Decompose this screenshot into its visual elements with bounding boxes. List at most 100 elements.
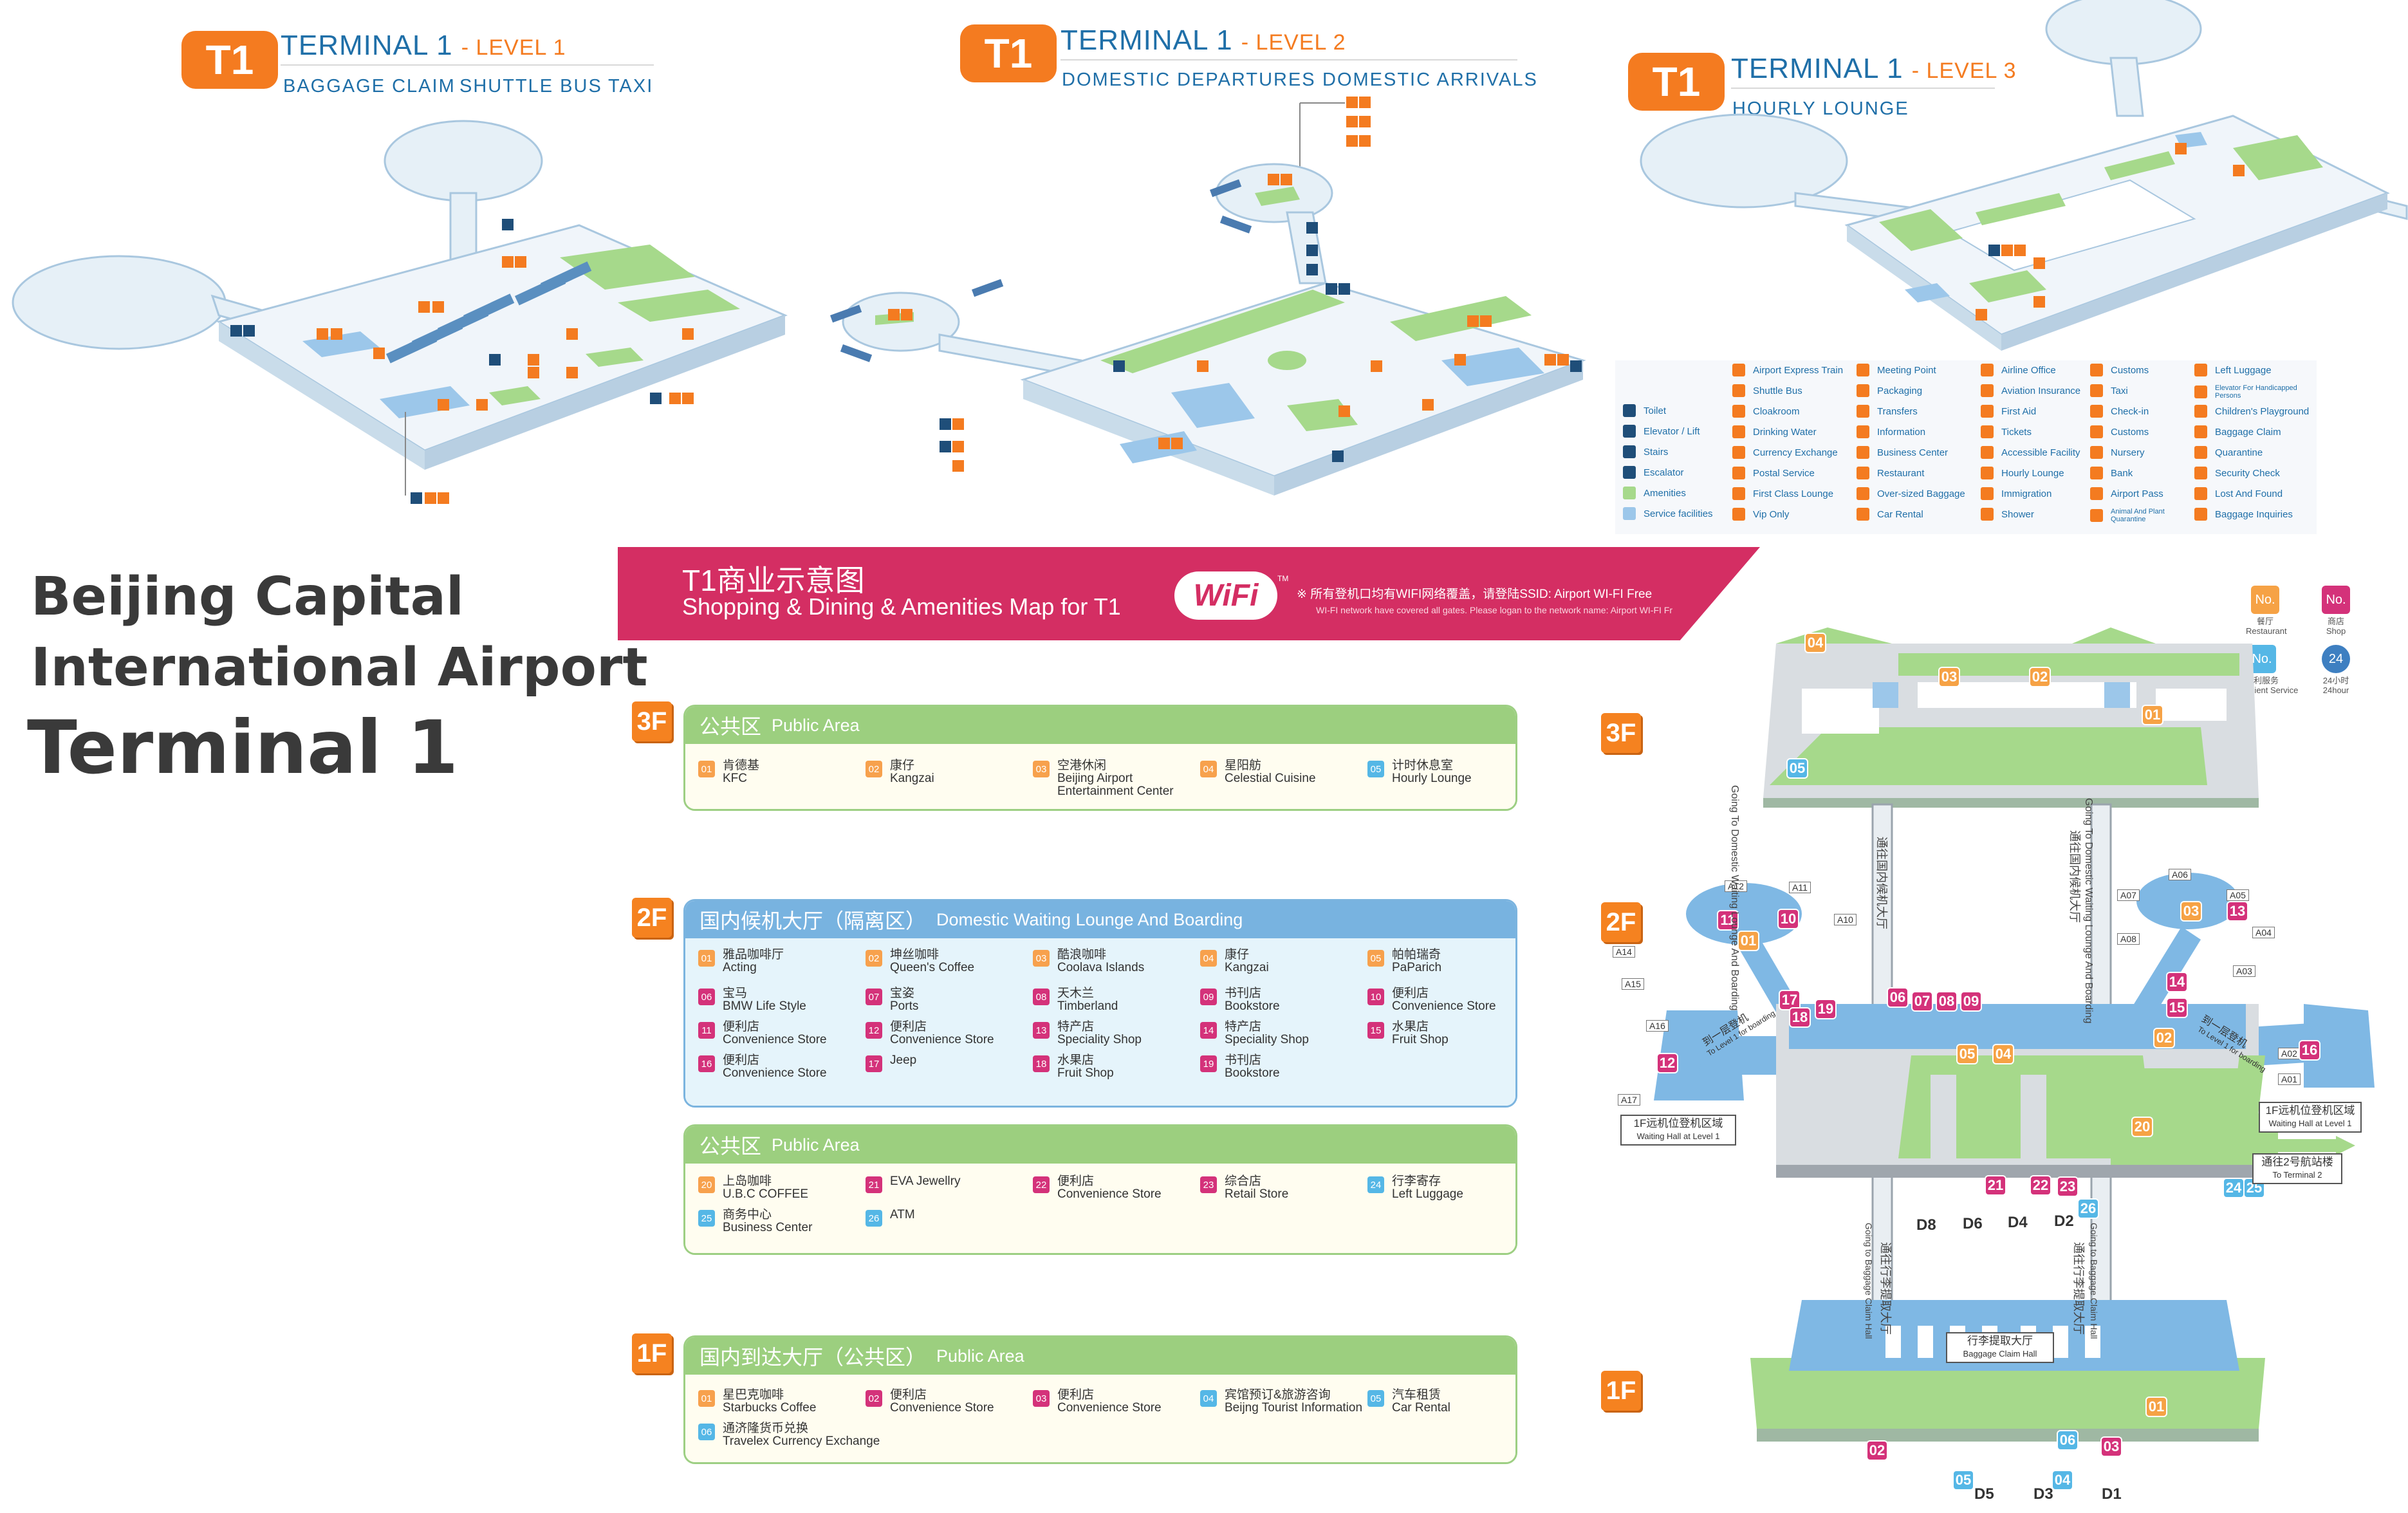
legend-symbol-icon (1981, 364, 1994, 376)
map-marker[interactable]: 16 (2299, 1040, 2320, 1061)
legend-symbol-icon (1857, 487, 1869, 500)
map-marker-1f-04[interactable]: 04 (2051, 1470, 2073, 1490)
legend-label: Quarantine (2215, 447, 2263, 458)
map-marker[interactable]: 05 (1956, 1044, 1978, 1064)
map-marker[interactable]: 15 (2166, 998, 2188, 1018)
map-marker[interactable]: 20 (2131, 1117, 2153, 1137)
level2-sub-arrivals: DOMESTIC ARRIVALS (1322, 70, 1538, 90)
shop-number: 13 (1033, 1022, 1050, 1039)
shop-name-en: Acting (723, 961, 757, 974)
level2-title-text: TERMINAL 1 (1060, 24, 1233, 56)
legend-label: Lost And Found (2215, 488, 2283, 499)
map-marker[interactable]: 01 (1737, 931, 1759, 951)
shop-name-en: Travelex Currency Exchange (723, 1434, 880, 1448)
level3-floorplan[interactable] (1615, 0, 2408, 360)
panel-header-cn: 国内到达大厅（公共区） (699, 1346, 927, 1369)
map-marker[interactable]: 21 (1985, 1175, 2006, 1196)
map-marker[interactable]: 13 (2227, 901, 2248, 922)
map-marker[interactable]: 02 (2153, 1028, 2175, 1048)
legend-elevator: Elevator / Lift (1623, 425, 1700, 438)
map-marker[interactable]: 09 (1960, 991, 1982, 1012)
map-marker[interactable]: 12 (1656, 1053, 1678, 1073)
map-marker-3f-02[interactable]: 02 (2029, 667, 2051, 687)
map-marker-1f-03[interactable]: 03 (2100, 1436, 2122, 1457)
legend-symbol-icon (1981, 384, 1994, 397)
map-marker[interactable]: 24 (2223, 1178, 2245, 1198)
map-marker[interactable]: 07 (1911, 991, 1933, 1012)
shop-number: 05 (1367, 761, 1384, 777)
shop-name-cn: 汽车租赁 (1392, 1388, 1441, 1402)
map-marker[interactable]: 08 (1936, 991, 1958, 1012)
level1-floorplan[interactable] (0, 109, 811, 534)
map-marker[interactable]: 26 (2077, 1198, 2099, 1219)
shop-number: 05 (1367, 950, 1384, 967)
shop-number: 03 (1033, 761, 1050, 777)
shop-name-en: Convenience Store (723, 1033, 827, 1046)
corridor-label-right-domestic-cn: 通往国内候机大厅 (2068, 830, 2081, 923)
map-marker-1f-01[interactable]: 01 (2145, 1397, 2167, 1417)
key-restaurant-symbol: No. (2251, 586, 2279, 614)
shop-number: 04 (1200, 1390, 1217, 1407)
shop-name-cn: 水果店 (1392, 1020, 1429, 1034)
legend-symbol-icon (1732, 384, 1745, 397)
map-marker[interactable]: 23 (2057, 1176, 2079, 1197)
map-marker[interactable]: 03 (2180, 901, 2202, 922)
t1-badge-level2: T1 (960, 24, 1057, 82)
map-marker-3f-05[interactable]: 05 (1786, 758, 1808, 779)
map-marker-1f-02[interactable]: 02 (1866, 1440, 1888, 1461)
map-marker[interactable]: 11 (1717, 910, 1739, 931)
gate-d2: D2 (2054, 1212, 2074, 1230)
shop-name-en: Kangzai (1225, 961, 1269, 974)
shop-text: EVA Jewellry (890, 1175, 960, 1188)
panel-header-en: Public Area (772, 715, 860, 735)
map-marker[interactable]: 17 (1779, 990, 1801, 1010)
legend-item: Information (1857, 425, 1925, 438)
amenities-swatch (1623, 487, 1636, 499)
legend-symbol-icon (2090, 509, 2103, 522)
map-marker[interactable]: 18 (1789, 1007, 1811, 1028)
legend-item: Postal Service (1732, 467, 1815, 479)
shop-name-cn: 计时休息室 (1392, 759, 1454, 772)
level2-floorplan[interactable] (811, 90, 1615, 534)
level1-divider (281, 64, 654, 66)
map-marker[interactable]: 04 (1992, 1044, 2014, 1064)
map-marker[interactable]: 14 (2166, 972, 2188, 992)
key-shop-symbol: No. (2322, 586, 2350, 614)
map-marker[interactable]: 06 (1887, 987, 1909, 1008)
map-marker-3f-04[interactable]: 04 (1804, 633, 1826, 653)
shop-name-en: Convenience Store (890, 1033, 994, 1046)
legend-item: Taxi (2090, 384, 2128, 397)
map-marker-3f-03[interactable]: 03 (1938, 667, 1960, 687)
level3-title-text: TERMINAL 1 (1731, 53, 1903, 84)
shop-number: 24 (1367, 1176, 1384, 1193)
legend-symbol-icon (2194, 508, 2207, 521)
legend-item: Packaging (1857, 384, 1922, 397)
shop-name-en: Left Luggage (1392, 1187, 1463, 1201)
shop-number: 19 (1200, 1055, 1217, 1072)
legend-label: Airport Express Train (1753, 364, 1844, 376)
shop-number: 03 (1033, 1390, 1050, 1407)
map-marker-1f-06[interactable]: 06 (2057, 1430, 2079, 1451)
map-marker[interactable]: 19 (1815, 999, 1837, 1019)
shopping-floor-map[interactable] (1609, 611, 2407, 1512)
key-label-cn: 商店 (2327, 617, 2344, 626)
shop-number: 25 (698, 1210, 715, 1227)
map-marker[interactable]: 22 (2030, 1175, 2051, 1196)
map-marker-1f-05[interactable]: 05 (1952, 1470, 1974, 1490)
level1-sub-taxi: TAXI (608, 76, 654, 97)
map-marker-3f-01[interactable]: 01 (2142, 705, 2163, 725)
map-marker[interactable]: 10 (1777, 909, 1799, 929)
